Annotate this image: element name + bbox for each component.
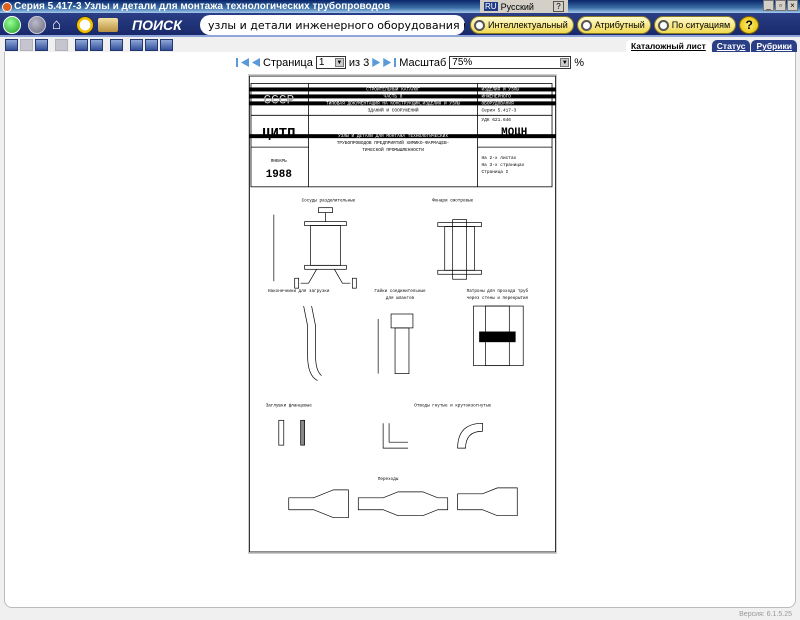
caption: Заглушки фланцевые <box>266 403 313 408</box>
export-icon <box>20 38 33 51</box>
caption: Наконечники для загрузки <box>268 289 330 294</box>
technical-drawings <box>273 207 524 519</box>
citp-label: ЦИТП <box>262 126 295 142</box>
help-icon[interactable]: ? <box>552 1 564 12</box>
sheet-info: На 2-х листах <box>481 155 516 161</box>
udk-code: УДК 621.646 <box>481 117 511 123</box>
scale-select[interactable]: 75% ▼ <box>449 56 572 69</box>
tab-bar: Каталожный лист Статус Рубрики <box>625 40 797 52</box>
page-label: Страница <box>263 56 313 69</box>
ussr-label: СССР <box>263 92 294 107</box>
caption: Переходы <box>378 477 399 482</box>
chevron-down-icon[interactable]: ▼ <box>560 58 570 67</box>
close-button[interactable]: × <box>787 0 798 11</box>
caption: Патроны для прохода труб <box>467 289 529 294</box>
toolbar <box>0 37 800 52</box>
home-icon[interactable]: ⌂ <box>52 16 62 33</box>
date-month: ЯНВАРЬ <box>271 158 287 164</box>
search-label: ПОИСК <box>132 17 182 33</box>
header-title: УЗЛЫ И ДЕТАЛИ ДЛЯ МОНТАЖА ТЕХНОЛОГИЧЕСКИ… <box>338 133 448 139</box>
button-label: По ситуациям <box>671 20 731 30</box>
archive-icon[interactable] <box>98 18 118 32</box>
magnifier-icon <box>580 19 592 31</box>
pager: Страница 1▼ из 3 Масштаб 75%▼ % <box>236 56 584 69</box>
next-page-button[interactable] <box>372 58 381 67</box>
page-count: из 3 <box>348 56 370 69</box>
title-bar: Серия 5.417-3 Узлы и детали для монтажа … <box>0 0 800 13</box>
open-window-icon[interactable] <box>75 38 88 51</box>
magnifier-icon <box>474 19 485 31</box>
header-text: ЧАСТЬ 8 <box>384 93 403 99</box>
percent-label: % <box>574 56 585 69</box>
header-text: ТИПОВАЯ ДОКУМЕНТАЦИЯ НА КОНСТРУКЦИИ,ИЗДЕ… <box>326 100 460 106</box>
language-label: Русский <box>500 1 534 12</box>
date-year: 1988 <box>266 169 292 181</box>
doc-code: МОЦН <box>501 127 527 139</box>
back-button[interactable] <box>3 16 21 34</box>
document-page: СТРОИТЕЛЬНЫЙ КАТАЛОГ ЧАСТЬ 8 ТИПОВАЯ ДОК… <box>248 74 557 554</box>
help-button[interactable]: ? <box>739 16 760 34</box>
header-title: ТРУБОПРОВОДОВ ПРЕДПРИЯТИЙ ХИМИКО-ФАРМАЦЕ… <box>337 138 450 146</box>
header-text: ИНЖЕНЕРНОГО <box>481 93 511 99</box>
restore-button[interactable]: ▫ <box>775 0 786 11</box>
page-select[interactable]: 1▼ <box>315 56 346 69</box>
prev-page-button[interactable] <box>252 58 260 67</box>
caption: Отводы гнутые и крутоизогнутые <box>414 403 491 408</box>
download-icon[interactable] <box>160 38 173 51</box>
forward-button[interactable] <box>28 16 46 34</box>
print-icon[interactable] <box>35 38 48 51</box>
button-label: Атрибутный <box>594 20 645 30</box>
series-number: Серия 5.417-3 <box>481 107 516 113</box>
sheet-info: На 3-х страницах <box>481 162 524 168</box>
header-text: ИЗДЕЛИЯ И УЗЛЫ <box>481 86 519 92</box>
header-text: ОБОРУДОВАНИЯ <box>481 100 513 106</box>
version-label: Версия: 6.1.5.25 <box>739 611 792 618</box>
tab-catalog-sheet[interactable]: Каталожный лист <box>625 40 711 52</box>
header-text: ЗДАНИЙ И СООРУЖЕНИЙ <box>368 105 419 113</box>
search-mode-buttons: Интеллектуальный Атрибутный По ситуациям… <box>470 16 760 34</box>
tab-rubrics[interactable]: Рубрики <box>751 40 797 52</box>
chevron-down-icon[interactable]: ▼ <box>334 58 344 67</box>
minimize-button[interactable]: _ <box>763 0 774 11</box>
save-icon[interactable] <box>5 38 18 51</box>
header-text: СТРОИТЕЛЬНЫЙ КАТАЛОГ <box>366 84 420 92</box>
insert-icon[interactable] <box>145 38 158 51</box>
catalog-sheet-drawing: СТРОИТЕЛЬНЫЙ КАТАЛОГ ЧАСТЬ 8 ТИПОВАЯ ДОК… <box>249 75 556 553</box>
caption: для шлангов <box>386 296 415 301</box>
copy-icon <box>55 38 68 51</box>
upload-icon[interactable] <box>130 38 143 51</box>
caption: Сосуды разделительные <box>302 199 356 204</box>
scale-label: Масштаб <box>399 56 447 69</box>
history-icon[interactable] <box>76 16 94 34</box>
last-page-icon[interactable] <box>394 58 397 67</box>
window-title: Серия 5.417-3 Узлы и детали для монтажа … <box>14 1 391 12</box>
window-controls: _▫× <box>763 0 798 11</box>
language-indicator[interactable]: RU Русский ? <box>480 0 568 13</box>
new-window-icon[interactable] <box>90 38 103 51</box>
attribute-search-button[interactable]: Атрибутный <box>576 16 651 34</box>
page-value: 1 <box>318 57 325 68</box>
button-label: Интеллектуальный <box>488 20 568 30</box>
header-title: ТИЧЕСКОЙ ПРОМЫШЛЕННОСТИ <box>362 145 424 153</box>
situation-search-button[interactable]: По ситуациям <box>653 16 737 34</box>
scale-value: 75% <box>452 57 473 68</box>
tab-status[interactable]: Статус <box>711 40 751 52</box>
nav-bar: ⌂ ПОИСК Интеллектуальный Атрибутный По с… <box>0 13 800 37</box>
caption: Фонари смотровые <box>432 199 473 204</box>
magnifier-icon <box>657 19 669 31</box>
sheet-info: Страница I <box>481 169 508 175</box>
app-icon <box>2 1 12 12</box>
search-input[interactable] <box>200 15 465 35</box>
intellectual-search-button[interactable]: Интеллектуальный <box>470 16 574 34</box>
caption: через стены и перекрытия <box>467 296 529 301</box>
last-page-button[interactable] <box>383 58 392 67</box>
first-page-button[interactable] <box>241 58 249 67</box>
caption: Гайки соединительные <box>374 289 426 294</box>
language-code: RU <box>484 2 498 11</box>
document-icon[interactable] <box>110 38 123 51</box>
first-page-icon[interactable] <box>236 58 238 67</box>
